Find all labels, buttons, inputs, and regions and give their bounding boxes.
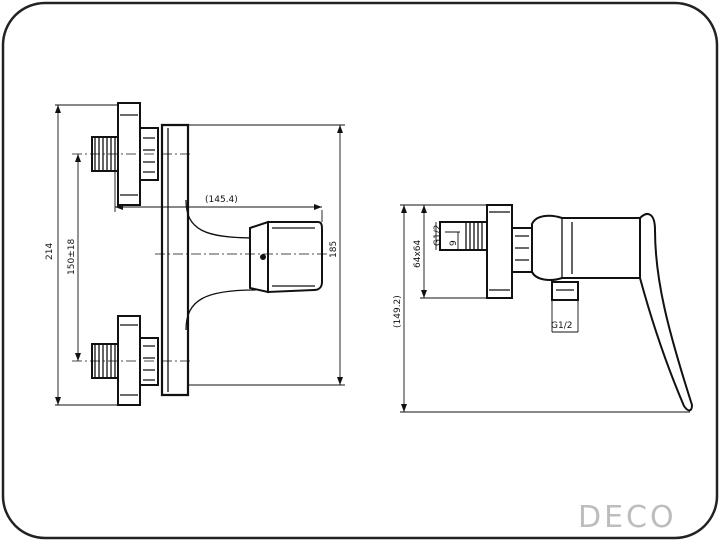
dim-flange: 64x64 [413, 239, 423, 268]
front-view: 214 150±18 (145.4) 185 [45, 102, 345, 406]
dim-total-height: 214 [45, 243, 55, 260]
dim-projection: (145.4) [205, 195, 238, 205]
body-curve [185, 199, 256, 331]
brand-logo: DECO [578, 500, 677, 535]
dim-thread-top: G1/2 [433, 225, 443, 246]
dim-outlet-thread: G1/2 [551, 321, 572, 331]
side-mixer-body [531, 214, 641, 281]
body-plate [160, 123, 190, 397]
side-view: 64x64 G1/2 9 (149.2) G1/2 [393, 204, 694, 413]
dim-body-height: 185 [329, 241, 339, 258]
side-lever [639, 213, 694, 412]
side-thread [439, 221, 488, 251]
side-outlet [551, 281, 579, 301]
lever-handle-front [249, 220, 323, 294]
lower-connector [91, 315, 159, 406]
side-flange [486, 204, 513, 299]
dim-overall: (149.2) [393, 295, 403, 328]
dim-center-spacing: 150±18 [67, 239, 77, 275]
handle-pivot [260, 254, 266, 260]
dim-thread-depth: 9 [449, 240, 459, 246]
